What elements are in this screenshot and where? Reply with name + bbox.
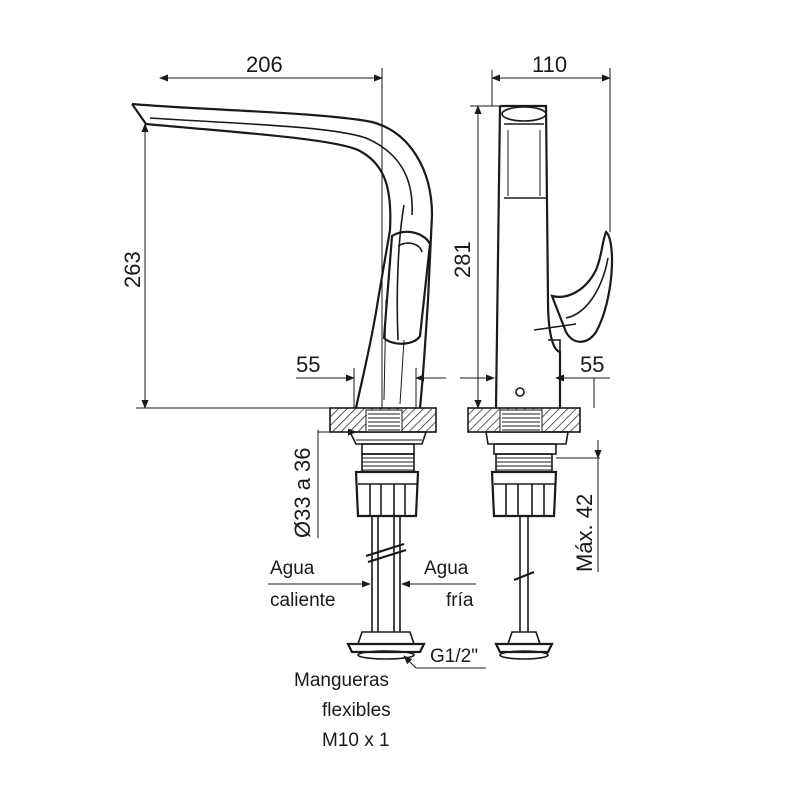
side-faucet-body bbox=[494, 104, 562, 409]
front-lever bbox=[382, 230, 432, 345]
dim-side-offset: 55 bbox=[580, 352, 604, 377]
dim-front-height: 263 bbox=[120, 251, 145, 288]
side-lever bbox=[550, 230, 614, 343]
dim-hole-diameter: Ø33 a 36 bbox=[290, 447, 315, 538]
label-thread: G1/2" bbox=[430, 646, 478, 667]
dim-max-thickness: Máx. 42 bbox=[572, 494, 597, 572]
label-hoses-1: Mangueras bbox=[294, 670, 389, 691]
dim-front-offset: 55 bbox=[296, 352, 320, 377]
label-hoses-2: flexibles bbox=[322, 700, 391, 721]
dim-front-width: 206 bbox=[246, 52, 283, 77]
front-hoses bbox=[371, 516, 401, 632]
dimension-lines bbox=[136, 68, 611, 669]
side-view bbox=[467, 104, 614, 660]
dim-side-width: 110 bbox=[532, 52, 567, 77]
front-faucet-body bbox=[131, 102, 434, 409]
label-cold-water-2: fría bbox=[446, 590, 474, 611]
label-cold-water-1: Agua bbox=[424, 558, 469, 579]
dim-side-height: 281 bbox=[450, 241, 475, 278]
front-view bbox=[131, 102, 437, 660]
label-hot-water-1: Agua bbox=[270, 558, 315, 579]
label-hoses-3: M10 x 1 bbox=[322, 730, 390, 751]
label-hot-water-2: caliente bbox=[270, 590, 336, 611]
